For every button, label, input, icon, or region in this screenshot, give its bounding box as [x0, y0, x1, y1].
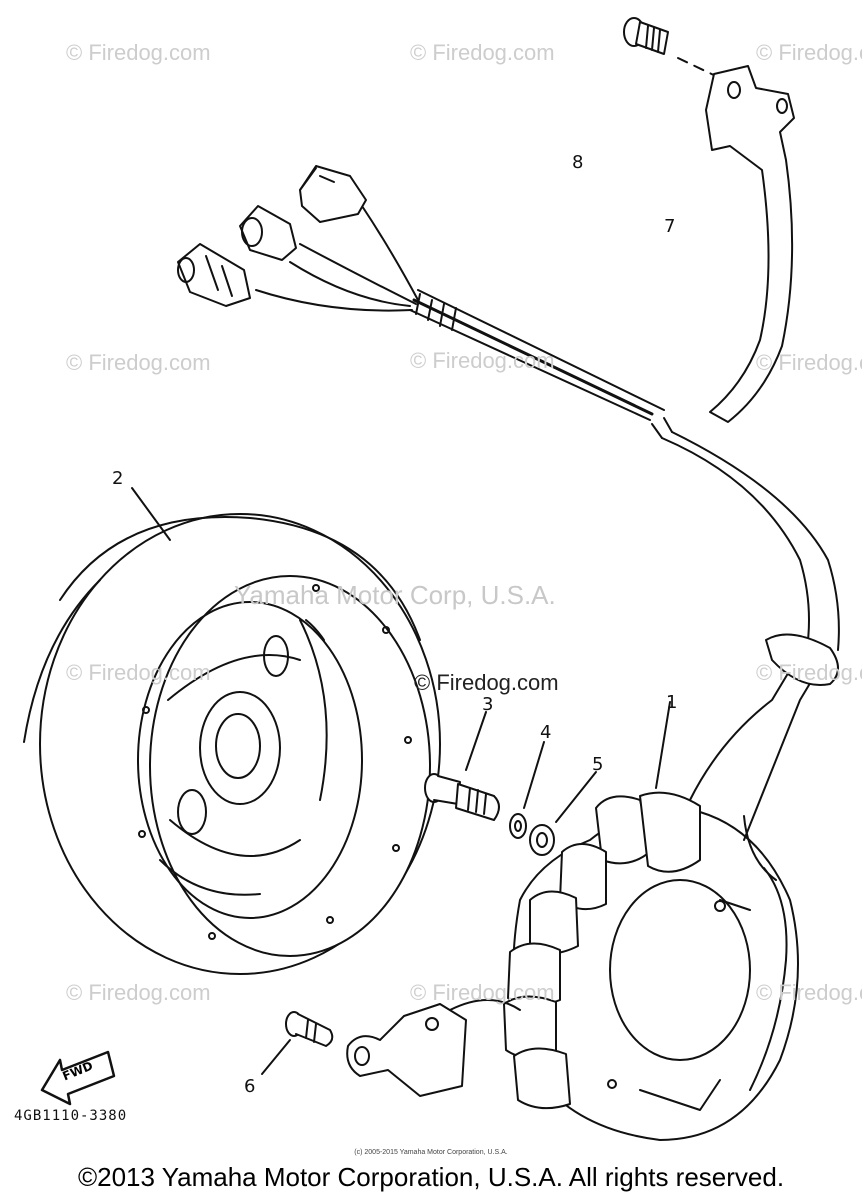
watermark-firedog: © Firedog.com — [756, 350, 862, 375]
copyright: ©2013 Yamaha Motor Corporation, U.S.A. A… — [77, 1162, 785, 1192]
screw-part-6 — [285, 1011, 334, 1047]
flywheel-rotor-part-2 — [23, 513, 441, 975]
watermark-firedog: © Firedog.com — [66, 40, 211, 65]
bracket-part-7 — [705, 65, 795, 423]
callout-3: 3 — [482, 694, 494, 715]
pickup-coil — [346, 999, 521, 1097]
watermark-firedog: © Firedog.com — [756, 980, 862, 1005]
small-copyright: (c) 2005-2015 Yamaha Motor Corporation, … — [354, 1149, 508, 1156]
bolt-part-8 — [623, 17, 669, 55]
watermark-firedog: © Firedog.com — [410, 980, 555, 1005]
stator-part-1 — [503, 791, 799, 1141]
watermark-firedog: © Firedog.com — [66, 980, 211, 1005]
callout-5: 5 — [592, 754, 604, 775]
connector-middle — [239, 205, 297, 261]
watermark-firedog: © Firedog.com — [410, 40, 555, 65]
callout-4: 4 — [540, 722, 552, 743]
connector-top — [299, 165, 367, 223]
callout-2: 2 — [112, 468, 124, 489]
part-number: 4GB1110-3380 — [14, 1108, 128, 1124]
watermark-firedog: © Firedog.com — [410, 348, 555, 373]
bolt-part-3 — [424, 773, 500, 821]
callout-7: 7 — [664, 216, 676, 237]
washer-part-4 — [509, 813, 527, 839]
wire-harness — [255, 205, 840, 651]
watermark-yamaha: Yamaha Motor Corp, U.S.A. — [234, 580, 556, 610]
watermark-firedog: © Firedog.com — [66, 660, 211, 685]
stator-lead-wires — [689, 633, 839, 841]
connector-bottom — [177, 243, 251, 307]
callout-1: 1 — [666, 692, 678, 713]
callout-6: 6 — [244, 1076, 256, 1097]
callout-8: 8 — [572, 152, 584, 173]
watermark-firedog-dark: © Firedog.com — [414, 670, 559, 695]
fwd-arrow-icon — [40, 1050, 116, 1106]
watermark-firedog: © Firedog.com — [756, 40, 862, 65]
watermark-firedog: © Firedog.com — [66, 350, 211, 375]
washer-part-5 — [529, 824, 555, 856]
watermark-firedog: © Firedog.com — [756, 660, 862, 685]
